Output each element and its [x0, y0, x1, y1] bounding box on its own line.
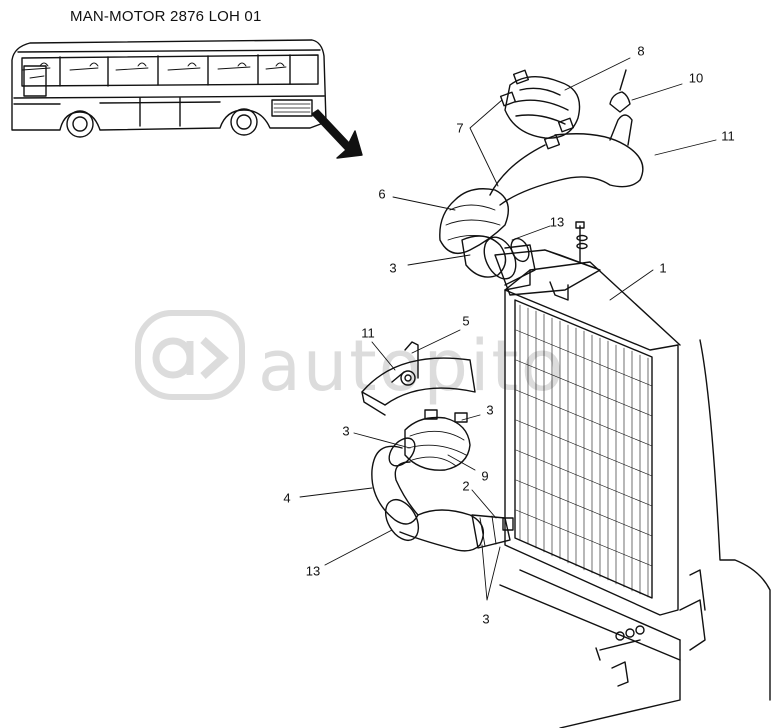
intercooler — [494, 221, 771, 728]
watermark-text: autopito — [258, 325, 566, 407]
callout-2: 2 — [462, 478, 470, 494]
location-arrow — [311, 109, 363, 159]
callout-5: 5 — [462, 313, 470, 329]
lower-hose — [361, 341, 514, 552]
callout-9: 9 — [481, 468, 489, 484]
diagram-title: MAN-MOTOR 2876 LOH 01 — [70, 8, 262, 25]
upper-hose — [439, 69, 644, 286]
callout-13-lower: 13 — [305, 563, 321, 579]
callout-10: 10 — [688, 70, 704, 86]
callout-8: 8 — [637, 43, 645, 59]
callout-3-left: 3 — [342, 423, 350, 439]
callout-1: 1 — [659, 260, 667, 276]
bus-illustration — [11, 39, 327, 138]
autopito-logo-icon — [135, 310, 245, 400]
callout-3-upper: 3 — [389, 260, 397, 276]
callout-7: 7 — [456, 120, 464, 136]
callout-11-upper: 11 — [721, 128, 735, 144]
callout-3-bottom: 3 — [482, 611, 490, 627]
callout-4: 4 — [283, 490, 291, 506]
callout-6: 6 — [378, 186, 386, 202]
callout-11-lower: 11 — [361, 325, 375, 341]
callout-13-upper: 13 — [549, 214, 565, 230]
callout-3-right: 3 — [486, 402, 494, 418]
